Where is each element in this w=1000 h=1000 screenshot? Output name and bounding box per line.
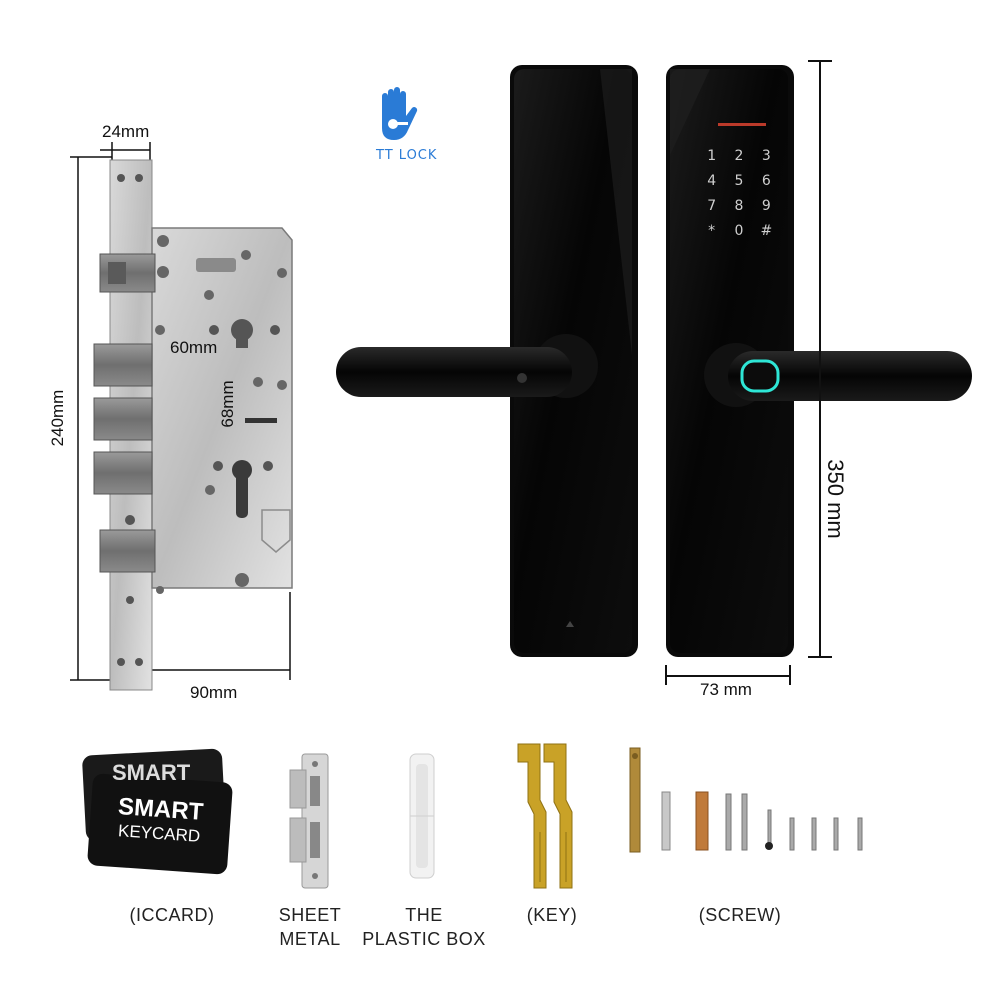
iccard-caption: (ICCARD) [129, 905, 215, 925]
keypad-key: 9 [761, 198, 771, 214]
keypad-key: 3 [761, 148, 771, 164]
keypad-key: 1 [707, 148, 717, 164]
plastic-box-image [409, 753, 435, 879]
keypad-key: 2 [734, 148, 744, 164]
sheet-metal-caption-line2: METAL [279, 929, 341, 949]
plastic-box-caption-line2: PLASTIC BOX [362, 929, 486, 949]
keypad-key: # [760, 223, 773, 239]
key-image [517, 743, 573, 889]
ic-card-image [82, 748, 233, 875]
keypad-key: 0 [734, 223, 744, 239]
keypad-key: * [708, 223, 716, 239]
card-back-text: SMART [112, 760, 191, 785]
keypad-key: 6 [761, 173, 771, 189]
sheet-metal-caption-line1: SHEET [278, 905, 342, 925]
keypad: 1 2 3 4 5 6 7 8 9 * 0 # [698, 148, 780, 240]
mortise-height-label: 240mm [48, 389, 67, 447]
hand-key-icon [382, 87, 418, 140]
mortise-lock-drawing [70, 142, 293, 691]
plastic-box-caption-line1: THE [405, 905, 443, 925]
keypad-key: 8 [734, 198, 744, 214]
keypad-key: 5 [734, 173, 744, 189]
keypad-key: 7 [707, 198, 717, 214]
smart-lock-drawing [336, 60, 972, 685]
mortise-width-label: 24mm [102, 122, 150, 141]
keypad-key: 4 [707, 173, 717, 189]
strike-plate-image [289, 753, 329, 889]
handle-width-label: 73 mm [700, 680, 752, 699]
brand-logo-text: TT LOCK [376, 148, 438, 163]
screws-image [629, 747, 863, 853]
screw-caption: (SCREW) [698, 905, 782, 925]
mortise-backset-label: 60mm [170, 338, 218, 357]
mortise-depth-label: 90mm [190, 683, 238, 702]
mortise-center-label: 68mm [218, 380, 237, 428]
key-caption: (KEY) [526, 905, 578, 925]
handle-height-label: 350 mm [823, 459, 848, 539]
